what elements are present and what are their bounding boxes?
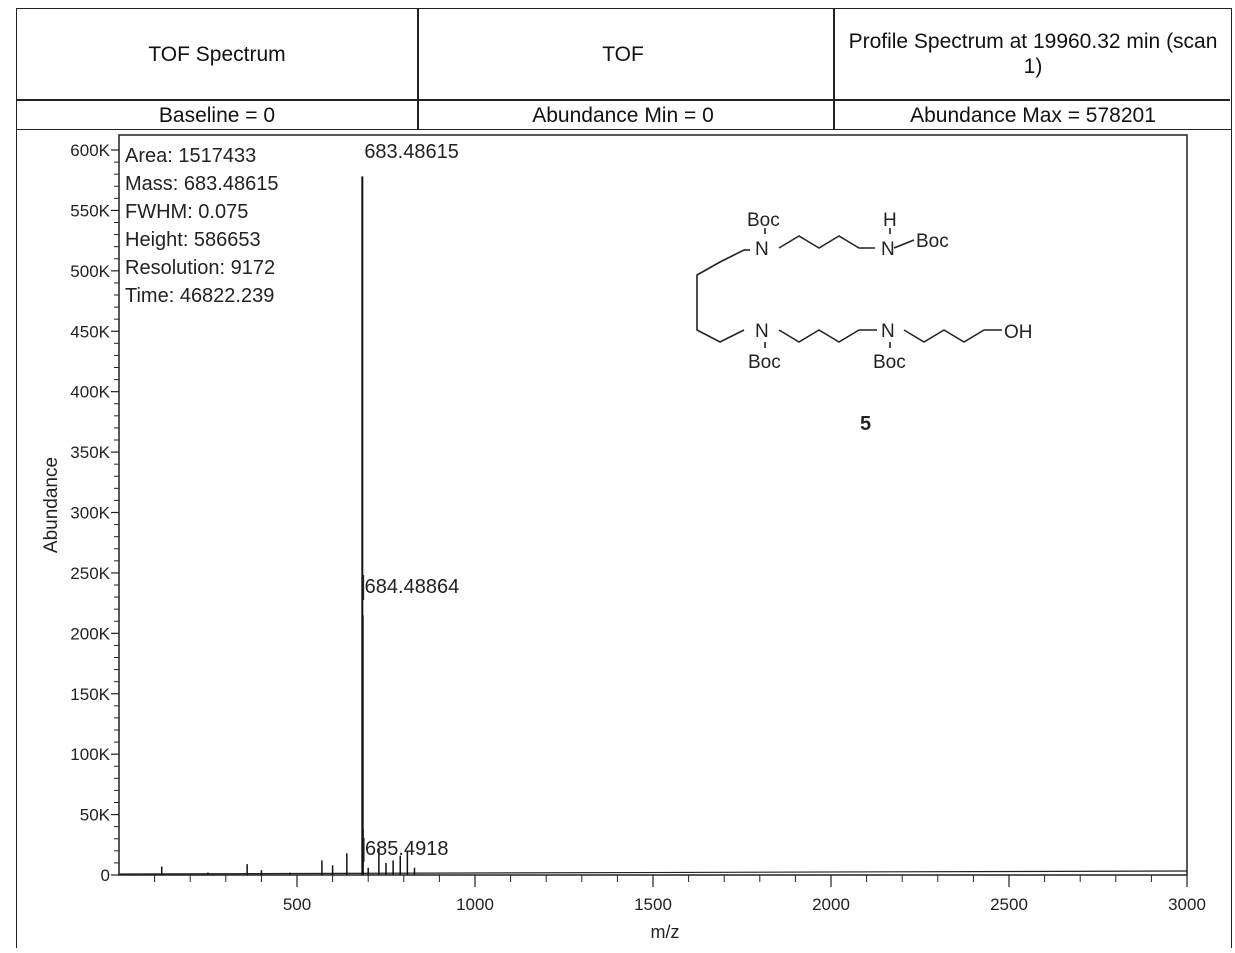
x-axis: 500 1000 1500 2000 2500 3000 [154,875,1206,914]
peak-labels: 683.48615 684.48864 685.4918 [363,141,460,862]
peak-series [118,176,1188,875]
peak-label: 684.48864 [365,576,460,598]
upper-chain [778,235,875,249]
x-tick-label: 1500 [634,895,672,914]
hydroxyl-label: OH [1004,322,1033,343]
peak-info-time: Time: 46822.239 [125,285,274,307]
boc-label: Boc [916,231,949,252]
y-tick-label: 550K [70,201,110,220]
y-tick-label: 400K [70,383,110,402]
y-tick-label: 350K [70,443,110,462]
y-tick-label: 0 [101,866,110,885]
abundance-min: Abundance Min = 0 [532,103,714,127]
hydroxypropyl-chain [903,329,1002,343]
chemical-structure [696,228,1002,348]
peak-info-mass: Mass: 683.48615 [125,173,278,195]
peak-info-height: Height: 586653 [125,229,261,251]
abundance-max: Abundance Max = 578201 [910,103,1156,127]
y-tick-label: 600K [70,141,110,160]
nitrogen-label: N [755,239,769,260]
nitrogen-label: N [881,239,895,260]
x-tick-label: 3000 [1168,895,1206,914]
x-axis-label: m/z [651,922,680,942]
y-tick-label: 450K [70,322,110,341]
y-tick-label: 200K [70,624,110,643]
x-tick-label: 500 [283,895,311,914]
x-tick-label: 2000 [812,895,850,914]
x-tick-label: 1000 [456,895,494,914]
baseline-value: Baseline = 0 [158,103,276,127]
structure-labels: Boc N H N Boc N N OH Boc Boc 5 [747,210,1033,435]
compound-number: 5 [860,413,871,435]
spectrum-title: TOF Spectrum [148,42,286,66]
x-tick-label: 2500 [990,895,1028,914]
y-axis: 0 50K 100K 150K 200K 250K 300K 350K 400K 450K 500K… [70,141,119,885]
hydrogen-label: H [883,210,897,231]
nitrogen-label: N [755,321,769,342]
peak-label: 685.4918 [365,838,448,860]
boc-label: Boc [748,352,781,373]
spectrum-chart: 0 50K 100K 150K 200K 250K 300K 350K 400K 450K 500K… [41,134,1206,942]
y-tick-label: 100K [70,745,110,764]
y-axis-label: Abundance [41,457,62,553]
y-tick-label: 500K [70,262,110,281]
profile-spectrum-info: Profile Spectrum at 19960.32 min (scan 1… [848,30,1218,78]
report-sheet: TOF Spectrum TOF Profile Spectrum at 199… [6,0,1235,951]
boc-bond [893,239,915,249]
boc-label: Boc [747,210,780,231]
peak-info-area: Area: 1517433 [125,145,256,167]
y-tick-label: 250K [70,564,110,583]
peak-info-resolution: Resolution: 9172 [125,257,275,279]
y-tick-label: 150K [70,685,110,704]
plot-area [118,134,1188,876]
y-tick-label: 300K [70,504,110,523]
peak-label: 683.48615 [364,141,459,163]
peak-info-box: Area: 1517433 Mass: 683.48615 FWHM: 0.07… [125,145,278,307]
header-divider [417,9,419,129]
plot-frame: 0 50K 100K 150K 200K 250K 300K 350K 400K 450K 500K… [16,130,1232,948]
header-divider [833,9,835,129]
nitrogen-label: N [881,321,895,342]
peak-info-fwhm: FWHM: 0.075 [125,201,248,223]
spectrum-header-table: TOF Spectrum TOF Profile Spectrum at 199… [16,8,1232,130]
header-row-divider [17,99,1230,101]
boc-label: Boc [873,352,906,373]
ring-bonds [696,249,745,343]
spectrum-type: TOF [602,42,644,66]
y-tick-label: 50K [80,806,111,825]
baseline-trace [118,870,1188,875]
lower-chain [778,329,877,343]
